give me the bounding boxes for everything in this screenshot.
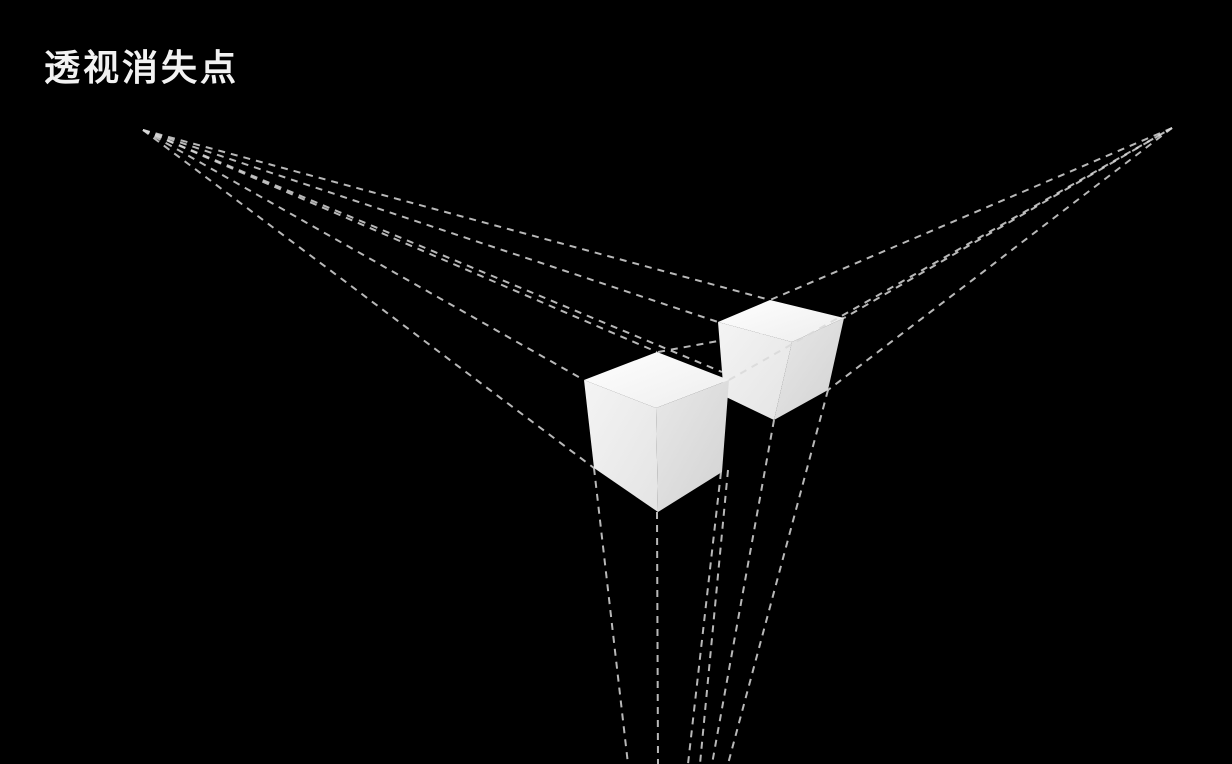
guide-line xyxy=(699,469,729,764)
back-cube xyxy=(718,300,844,420)
guide-line xyxy=(593,467,629,764)
guide-line xyxy=(142,129,723,373)
back-cube-right-face xyxy=(774,318,844,420)
guide-line xyxy=(843,127,1173,319)
guide-line xyxy=(827,127,1173,391)
guide-line xyxy=(727,389,829,764)
front-cube-left-face xyxy=(584,380,658,512)
guide-line xyxy=(142,129,658,353)
back-cube-left-face xyxy=(718,322,792,420)
guide-line xyxy=(728,127,1173,381)
guide-line xyxy=(687,471,722,764)
guide-line xyxy=(142,129,585,381)
guide-line xyxy=(142,129,595,469)
front-cube-right-face xyxy=(656,380,729,512)
front-cube-top-face xyxy=(584,352,729,408)
left-vanishing-guides xyxy=(142,129,771,469)
bottom-vanishing-guides xyxy=(593,389,829,764)
front-cube xyxy=(584,352,729,512)
guide-line xyxy=(142,129,719,323)
overlay-guides xyxy=(728,127,1173,381)
guide-line xyxy=(142,129,771,301)
guide-line xyxy=(769,127,1173,301)
page-title: 透视消失点 xyxy=(44,47,240,89)
guide-line xyxy=(656,511,659,764)
guide-line xyxy=(711,419,775,764)
